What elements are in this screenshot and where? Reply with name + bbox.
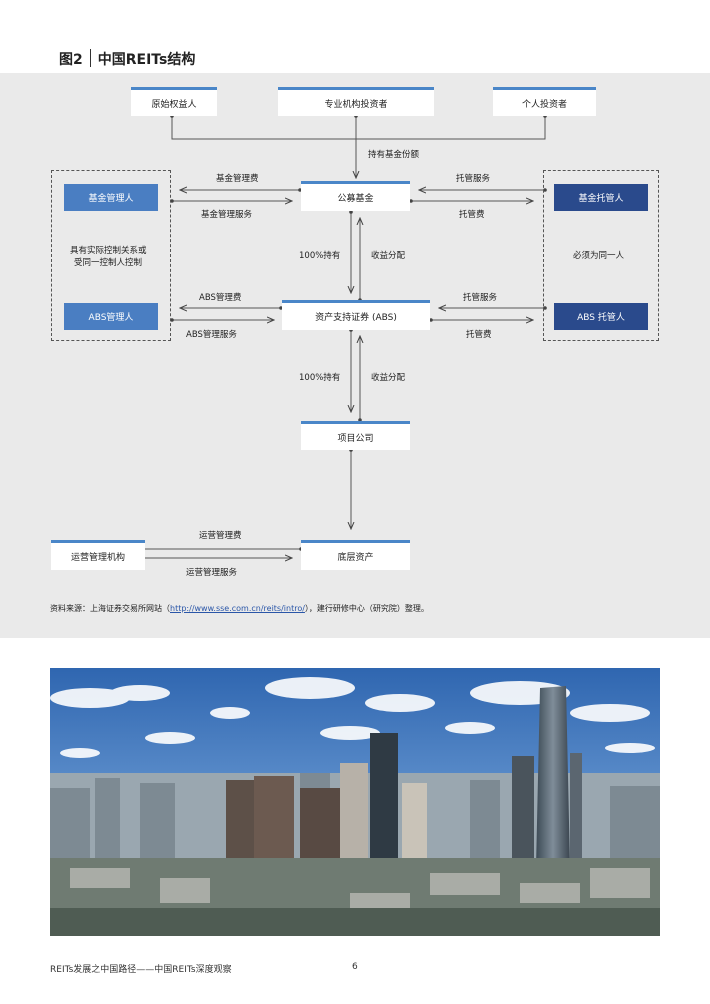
abs-mgmt-service-label: ABS管理服务 <box>186 330 237 340</box>
custodian-group-note: 必须为同一人 <box>573 251 625 261</box>
hold-100-label-1: 100%持有 <box>299 251 341 261</box>
custody-service-label-1: 托管服务 <box>456 174 491 184</box>
abs-node: 资产支持证券 (ABS) <box>282 300 430 330</box>
source-suffix: ），建行研修中心（研究院）整理。 <box>304 604 429 613</box>
fund-custodian-node: 基金托管人 <box>554 184 648 211</box>
income-dist-label-1: 收益分配 <box>371 251 406 261</box>
footer-title: REITs发展之中国路径——中国REITs深度观察 <box>50 965 232 975</box>
figure-title-text: 中国REITs结构 <box>97 52 196 68</box>
fund-mgmt-service-label: 基金管理服务 <box>201 210 253 220</box>
hold-100-label-2: 100%持有 <box>299 373 341 383</box>
professional-investors-node: 专业机构投资者 <box>278 87 434 116</box>
ops-mgmt-fee-label: 运营管理费 <box>199 531 242 541</box>
source-prefix: 资料来源：上海证券交易所网站（ <box>50 604 170 613</box>
source-link[interactable]: http://www.sse.com.cn/reits/intro/ <box>170 604 305 613</box>
custody-fee-label-2: 托管费 <box>466 330 492 340</box>
fund-mgmt-fee-label: 基金管理费 <box>216 174 259 184</box>
custodian-group-frame <box>543 170 659 341</box>
manager-group-frame <box>51 170 171 341</box>
figure-number: 图2 <box>59 52 83 68</box>
manager-group-note-line2: 受同一控制人控制 <box>74 258 143 268</box>
abs-custodian-node: ABS 托管人 <box>554 303 648 330</box>
income-dist-label-2: 收益分配 <box>371 373 406 383</box>
individual-investors-node: 个人投资者 <box>493 87 596 116</box>
hold-fund-share-label: 持有基金份额 <box>368 150 420 160</box>
operator-node: 运营管理机构 <box>51 540 145 570</box>
project-company-node: 项目公司 <box>301 421 410 450</box>
abs-manager-node: ABS管理人 <box>64 303 158 330</box>
abs-mgmt-fee-label: ABS管理费 <box>199 293 242 303</box>
manager-group-note-line1: 具有实际控制关系或 <box>70 246 147 256</box>
city-skyline-photo <box>50 668 660 936</box>
public-fund-node: 公募基金 <box>301 181 410 211</box>
custody-fee-label-1: 托管费 <box>459 210 485 220</box>
original-equity-holder-node: 原始权益人 <box>131 87 217 116</box>
ops-mgmt-service-label: 运营管理服务 <box>186 568 238 578</box>
fund-manager-node: 基金管理人 <box>64 184 158 211</box>
source-note: 资料来源：上海证券交易所网站（http://www.sse.com.cn/rei… <box>50 603 429 614</box>
figure-title: 图2 中国REITs结构 <box>59 49 195 73</box>
investor-bracket-line <box>171 116 546 140</box>
underlying-assets-node: 底层资产 <box>301 540 410 570</box>
custody-service-label-2: 托管服务 <box>463 293 498 303</box>
page-number: 6 <box>352 962 358 972</box>
title-divider <box>89 49 91 67</box>
